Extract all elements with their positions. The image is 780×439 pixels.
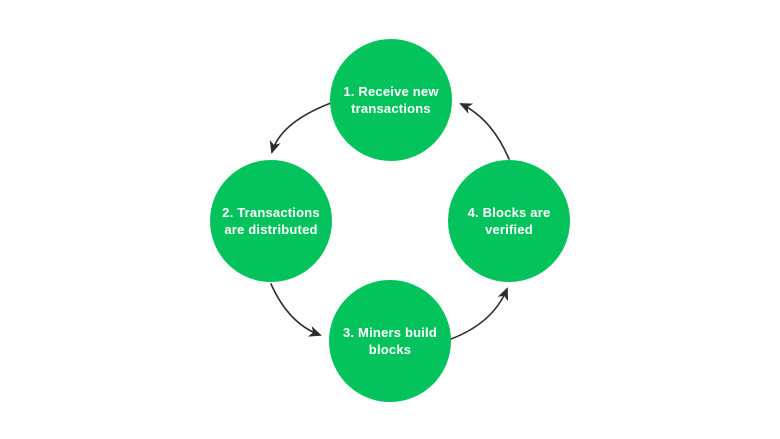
cycle-node-transactions-distributed: 2. Transactions are distributed (210, 160, 332, 282)
cycle-node-receive-transactions: 1. Receive new transactions (330, 39, 452, 161)
arrow-3-to-4-icon (450, 287, 509, 340)
node-label: 4. Blocks are verified (467, 205, 551, 237)
arrow-1-to-2-icon (269, 102, 332, 154)
node-label: 1. Receive new transactions (343, 84, 439, 116)
arrow-2-to-3-icon (270, 283, 322, 337)
node-label: 3. Miners build blocks (342, 325, 437, 357)
arrow-4-to-1-icon (459, 103, 510, 160)
cycle-node-blocks-verified: 4. Blocks are verified (448, 160, 570, 282)
node-label: 2. Transactions are distributed (222, 205, 320, 237)
cycle-node-miners-build-blocks: 3. Miners build blocks (329, 280, 451, 402)
